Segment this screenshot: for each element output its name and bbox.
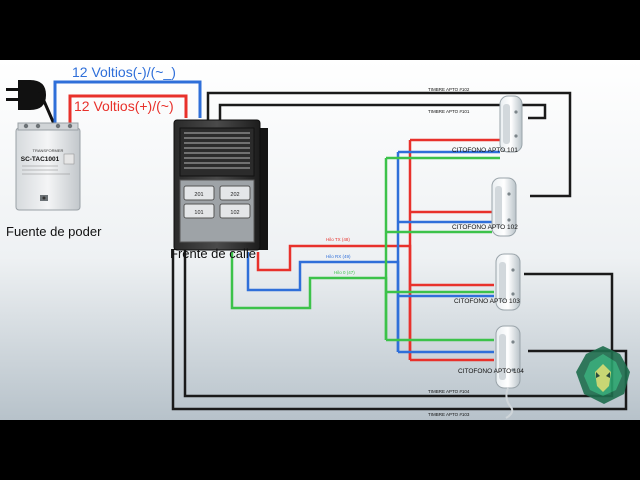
handset-label-101: CITOFONO APTO 101: [452, 147, 518, 154]
bell-wire-101: [218, 103, 547, 120]
supply-negative-label: 12 Voltios(-)/(~_): [72, 64, 176, 80]
psu-model: SC-TAC1001: [21, 156, 60, 163]
handset-101: [499, 95, 523, 153]
ground-wire-label: Hilo 0 (47): [334, 270, 355, 275]
psu-brand: TRANSFORMER: [33, 148, 64, 153]
tx-wire-label: Hilo TX (48): [326, 237, 350, 242]
handset-label-102: CITOFONO APTO 102: [452, 224, 518, 231]
bottom-bar: [0, 420, 640, 480]
bell-label-102: TIMBRE APTO #102: [428, 87, 470, 92]
diagram-background: [0, 60, 640, 420]
power-supply-label: Fuente de poder: [6, 224, 102, 239]
call-button-202-label: 202: [230, 192, 239, 198]
call-button-201-label: 201: [194, 192, 203, 198]
bell-label-103: TIMBRE APTO #103: [428, 412, 470, 417]
handset-104: [495, 325, 521, 419]
power-plug-icon: [6, 80, 56, 125]
handset-label-103: CITOFONO APTO 103: [454, 298, 520, 305]
street-panel: 201 202 101 102: [173, 119, 268, 251]
call-button-102[interactable]: [219, 203, 251, 219]
call-button-101[interactable]: [183, 203, 215, 219]
top-bar: [0, 0, 640, 60]
bell-wire-102: [206, 91, 572, 198]
call-button-101-label: 101: [194, 210, 203, 216]
bus-wires: [230, 138, 500, 362]
supply-positive-wire: [68, 94, 188, 124]
supply-positive-label: 12 Voltios(+)/(~): [74, 98, 174, 114]
call-button-102-label: 102: [230, 210, 239, 216]
handset-label-104: CITOFONO APTO 104: [458, 368, 524, 375]
call-button-202[interactable]: [219, 185, 251, 201]
handset-102: [491, 177, 517, 237]
call-button-201[interactable]: [183, 185, 215, 201]
handset-103: [495, 253, 521, 311]
lion-logo-icon: [576, 346, 630, 404]
power-supply-unit: TRANSFORMER SC-TAC1001: [15, 122, 81, 211]
bell-label-101: TIMBRE APTO #101: [428, 109, 470, 114]
supply-negative-wire: [53, 80, 202, 124]
rx-wire-label: Hilo RX (49): [326, 254, 351, 259]
supply-wires: [53, 80, 202, 124]
bell-label-104: TIMBRE APTO #104: [428, 389, 470, 394]
street-panel-label: Frente de calle: [170, 246, 256, 261]
